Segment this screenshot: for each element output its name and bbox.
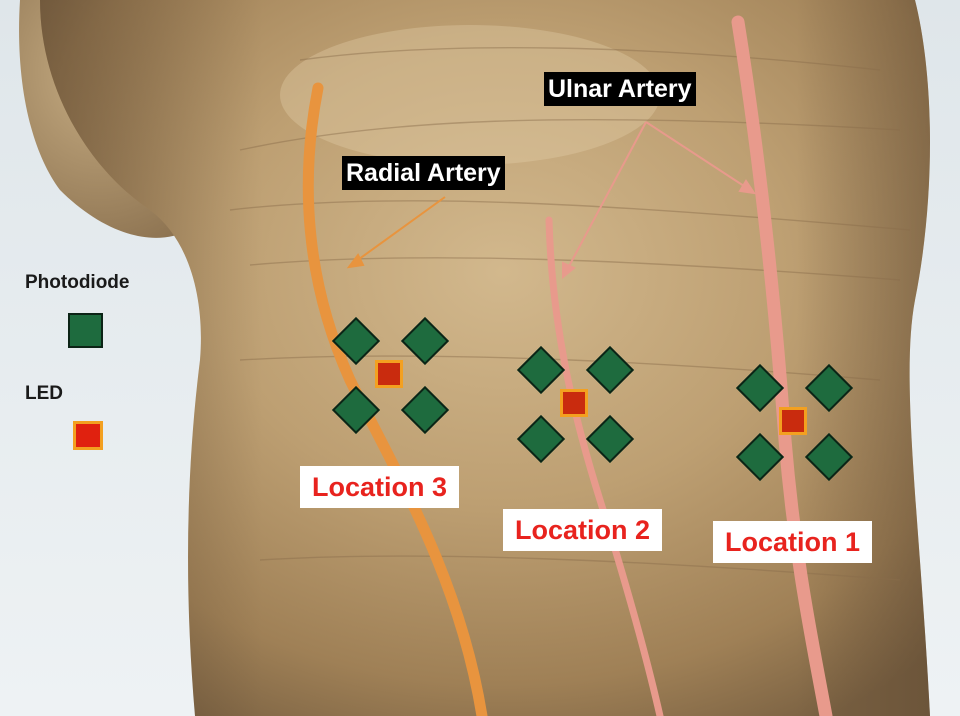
radial-artery-label: Radial Artery bbox=[342, 156, 505, 190]
legend-led-label: LED bbox=[25, 383, 63, 405]
location-3-label: Location 3 bbox=[300, 466, 459, 508]
legend-led-swatch bbox=[73, 421, 103, 450]
led-icon bbox=[560, 389, 588, 417]
led-icon bbox=[375, 360, 403, 388]
legend-photodiode-swatch bbox=[68, 313, 103, 348]
led-icon bbox=[779, 407, 807, 435]
ulnar-artery-label: Ulnar Artery bbox=[544, 72, 696, 106]
legend-photodiode-label: Photodiode bbox=[25, 272, 129, 294]
location-1-label: Location 1 bbox=[713, 521, 872, 563]
location-2-label: Location 2 bbox=[503, 509, 662, 551]
